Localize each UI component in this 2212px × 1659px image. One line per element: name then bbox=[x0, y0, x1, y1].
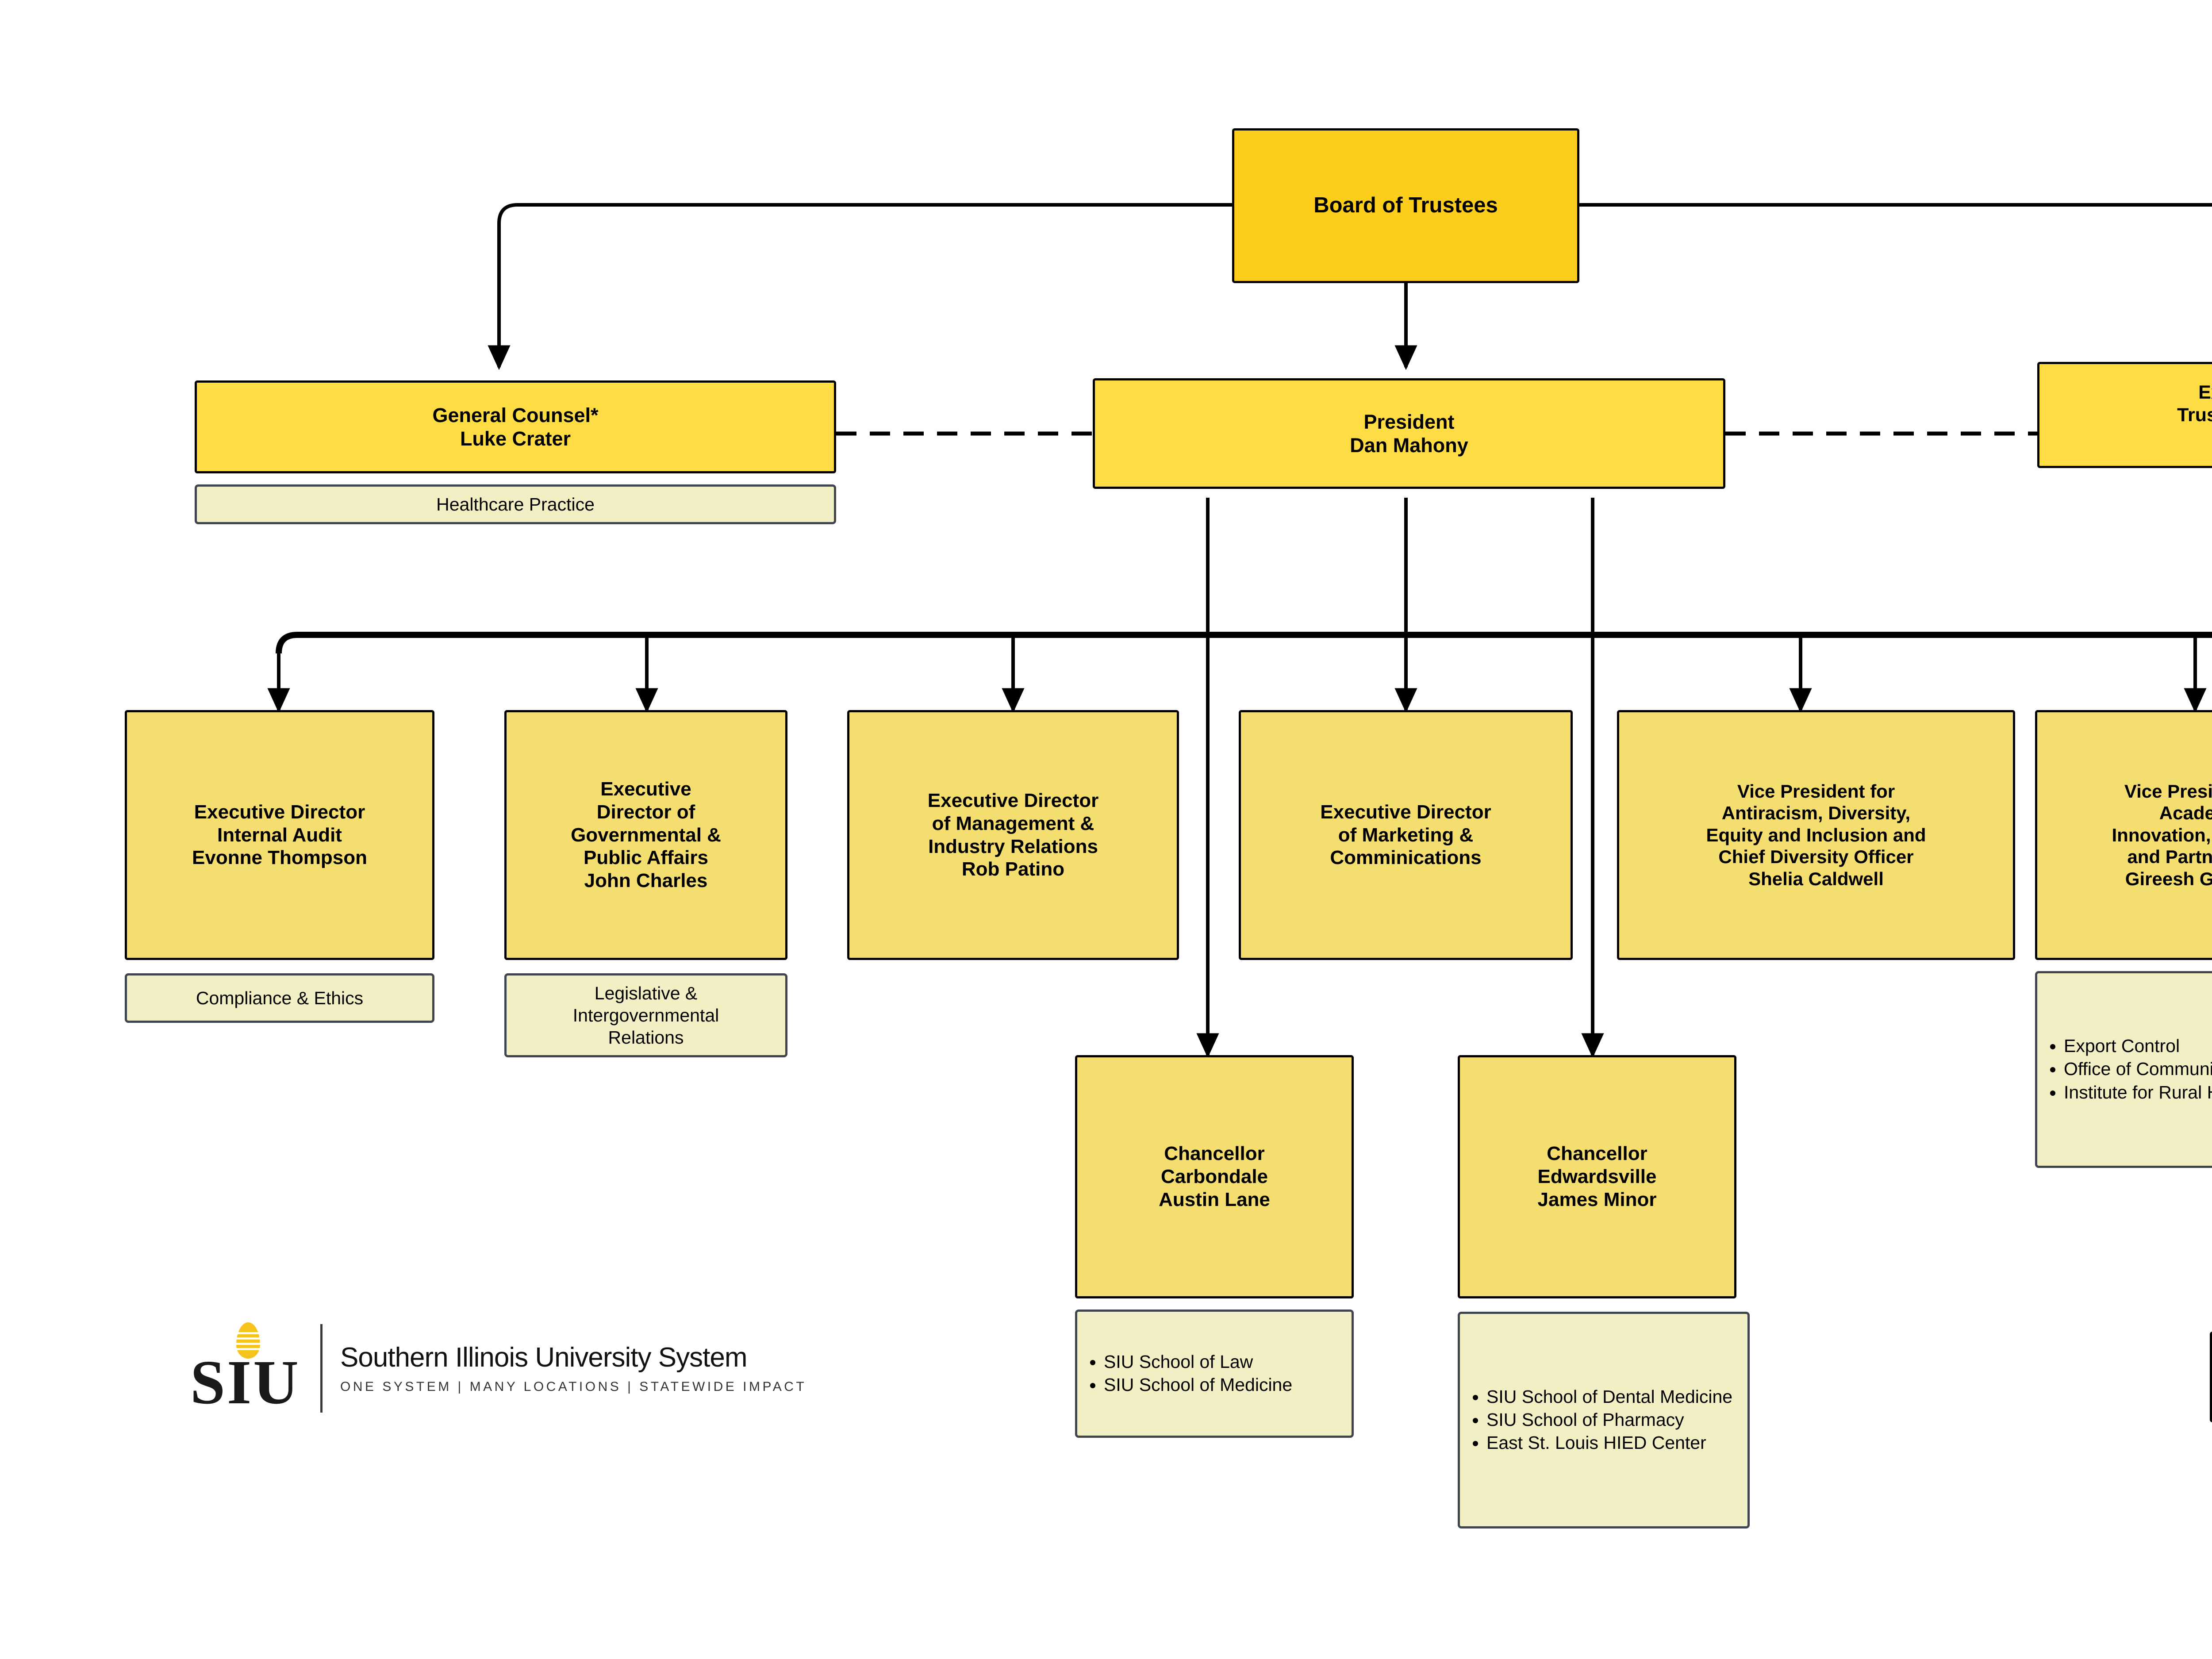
list-item: East St. Louis HIED Center bbox=[1486, 1432, 1732, 1454]
list-item: Export Control bbox=[2064, 1035, 2212, 1057]
node-person: Gireesh Gupchup bbox=[2125, 868, 2212, 889]
list-item: SIU School of Dental Medicine bbox=[1486, 1386, 1732, 1408]
logo-tagline: ONE SYSTEM | MANY LOCATIONS | STATEWIDE … bbox=[340, 1379, 807, 1394]
list-item: SIU School of Medicine bbox=[1104, 1374, 1292, 1396]
node-title: Chancellor Carbondale bbox=[1160, 1143, 1268, 1188]
node-person: James Minor bbox=[1537, 1188, 1657, 1210]
node-board-of-trustees[interactable]: Board of Trustees bbox=[1232, 128, 1579, 283]
node-title: Vice President for Antiracism, Diversity… bbox=[1706, 780, 1926, 868]
subbox-academic-units[interactable]: Export ControlOffice of Community Engagm… bbox=[2035, 971, 2212, 1168]
node-title: Chancellor Edwardsville bbox=[1537, 1143, 1657, 1188]
logo-name: Southern Illinois University System bbox=[340, 1342, 747, 1373]
subbox-legislative-relations[interactable]: Legislative & Intergovernmental Relation… bbox=[504, 973, 787, 1057]
node-title: Vice President for Academic Innovation, … bbox=[2112, 780, 2212, 868]
node-person: John Charles bbox=[584, 870, 708, 892]
subbox-list: SIU School of Dental MedicineSIU School … bbox=[1467, 1386, 1732, 1455]
node-person: Shelia Caldwell bbox=[1748, 868, 1884, 889]
node-person: Evonne Thompson bbox=[192, 847, 367, 869]
node-title: Board of Trustees bbox=[1313, 193, 1498, 218]
node-vp-academic-innovation[interactable]: Vice President for Academic Innovation, … bbox=[2035, 710, 2212, 960]
torch-flame-icon bbox=[236, 1322, 260, 1359]
siu-letters: SIU bbox=[190, 1347, 300, 1417]
subbox-list: Export ControlOffice of Community Engagm… bbox=[2044, 1035, 2212, 1104]
node-title: Executive Director of Marketing & Commin… bbox=[1320, 801, 1491, 869]
subbox-text: Legislative & Intergovernmental Relation… bbox=[572, 983, 719, 1048]
siu-wordmark: SIU bbox=[190, 1321, 310, 1417]
node-person: Rob Patino bbox=[961, 858, 1065, 880]
node-title: Executive Secretary of the Board of Trus… bbox=[2177, 381, 2212, 426]
node-president[interactable]: President Dan Mahony bbox=[1093, 378, 1725, 489]
node-title: President bbox=[1363, 410, 1455, 433]
subbox-compliance-ethics[interactable]: Compliance & Ethics bbox=[125, 973, 434, 1023]
node-marketing-communications[interactable]: Executive Director of Marketing & Commin… bbox=[1239, 710, 1573, 960]
node-title: General Counsel* bbox=[432, 403, 599, 426]
legend-board-appointed-officer: *Board appointed offier bbox=[2210, 1332, 2212, 1422]
subbox-healthcare-practice[interactable]: Healthcare Practice bbox=[195, 484, 836, 524]
node-management-industry-relations[interactable]: Executive Director of Management & Indus… bbox=[847, 710, 1179, 960]
subbox-edwardsville-units[interactable]: SIU School of Dental MedicineSIU School … bbox=[1458, 1312, 1750, 1528]
node-person: Dan Mahony bbox=[1350, 434, 1468, 457]
node-title: Executive Director of Governmental & Pub… bbox=[571, 778, 721, 869]
subbox-text: Healthcare Practice bbox=[436, 494, 595, 515]
node-vp-antiracism-diversity[interactable]: Vice President for Antiracism, Diversity… bbox=[1617, 710, 2015, 960]
list-item: Institute for Rural Health bbox=[2064, 1081, 2212, 1103]
node-person: Luke Crater bbox=[460, 427, 571, 450]
node-general-counsel[interactable]: General Counsel* Luke Crater bbox=[195, 380, 836, 473]
siu-system-logo: SIU Southern Illinois University System … bbox=[190, 1321, 807, 1417]
node-executive-secretary[interactable]: Executive Secretary of the Board of Trus… bbox=[2037, 362, 2212, 468]
node-person: Austin Lane bbox=[1159, 1188, 1270, 1210]
logo-divider bbox=[320, 1324, 323, 1413]
list-item: Office of Community Engagment bbox=[2064, 1058, 2212, 1080]
node-title: Executive Director of Management & Indus… bbox=[927, 789, 1099, 857]
list-item: SIU School of Pharmacy bbox=[1486, 1409, 1732, 1431]
list-item: SIU School of Law bbox=[1104, 1351, 1292, 1373]
node-governmental-public-affairs[interactable]: Executive Director of Governmental & Pub… bbox=[504, 710, 787, 960]
subbox-list: SIU School of LawSIU School of Medicine bbox=[1084, 1351, 1292, 1397]
node-title: Executive Director Internal Audit bbox=[194, 801, 365, 846]
node-internal-audit[interactable]: Executive Director Internal Audit Evonne… bbox=[125, 710, 434, 960]
node-chancellor-edwardsville[interactable]: Chancellor Edwardsville James Minor bbox=[1458, 1055, 1736, 1298]
subbox-carbondale-units[interactable]: SIU School of LawSIU School of Medicine bbox=[1075, 1310, 1354, 1438]
node-chancellor-carbondale[interactable]: Chancellor Carbondale Austin Lane bbox=[1075, 1055, 1354, 1298]
subbox-text: Compliance & Ethics bbox=[196, 987, 364, 1008]
